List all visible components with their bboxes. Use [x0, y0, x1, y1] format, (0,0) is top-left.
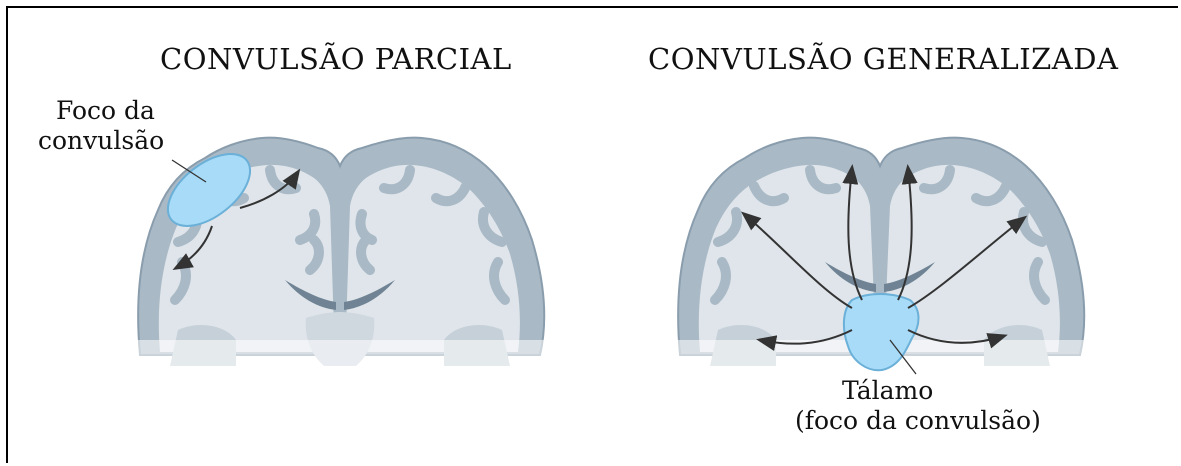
thalamus-label-line1: Tálamo	[842, 376, 933, 406]
generalized-brain-section	[670, 138, 1100, 380]
focus-label-line1: Foco da	[56, 96, 155, 126]
partial-brain-section	[130, 138, 560, 380]
focus-label-line2: convulsão	[38, 126, 164, 156]
thalamus-label-line2: (foco da convulsão)	[795, 406, 1041, 436]
